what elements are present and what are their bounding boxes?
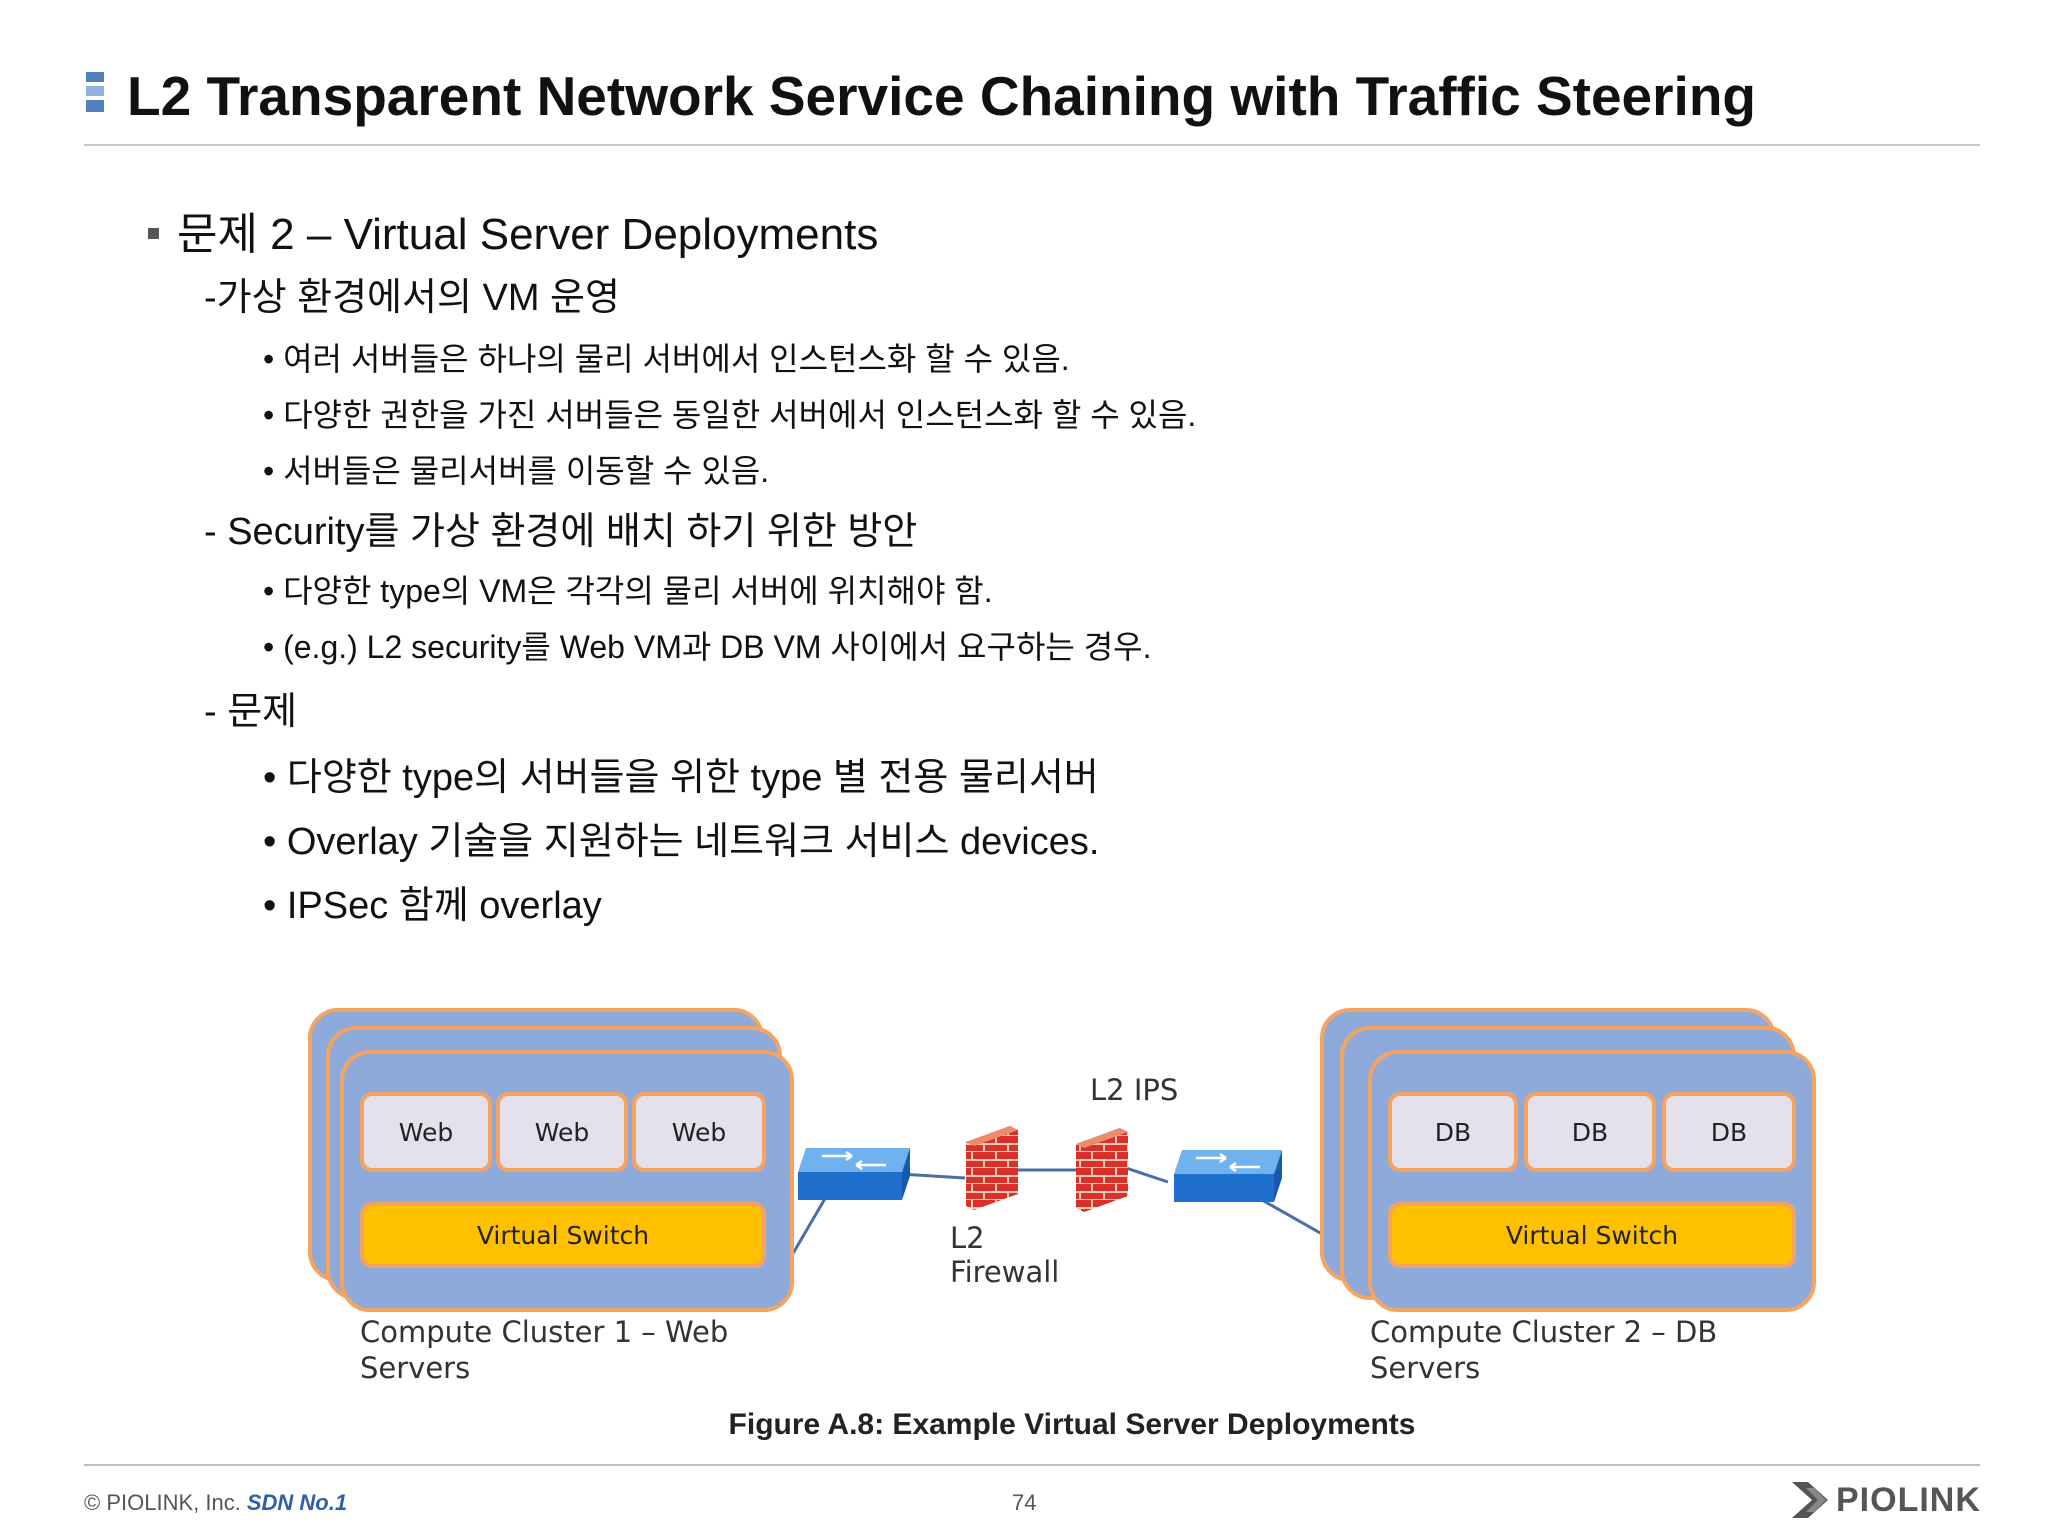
link-cluster1-switch: [786, 1189, 832, 1263]
footer-divider: [84, 1464, 1980, 1466]
bullet-item: • (e.g.) L2 security를 Web VM과 DB VM 사이에서…: [263, 629, 1152, 665]
network-diagram: Web Web Web Virtual Switch Compute Clust…: [308, 1008, 1816, 1441]
firewall-label: L2: [950, 1221, 985, 1255]
link-switch-firewall: [899, 1172, 966, 1180]
vm-box: [1388, 1092, 1518, 1172]
title-divider: [84, 144, 1980, 146]
vm-label: DB: [1435, 1118, 1471, 1147]
virtual-switch-label: Virtual Switch: [477, 1221, 649, 1250]
bullet-item: • 다양한 권한을 가진 서버들은 동일한 서버에서 인스턴스화 할 수 있음.: [263, 397, 1197, 433]
bullet-item: • 다양한 type의 VM은 각각의 물리 서버에 위치해야 함.: [263, 573, 993, 609]
vm-label: Web: [535, 1118, 590, 1147]
vm-label: Web: [672, 1118, 727, 1147]
server-front: [1368, 1050, 1816, 1312]
server-front: [340, 1050, 794, 1312]
bullet-item: • 다양한 type의 서버들을 위한 type 별 전용 물리서버: [263, 757, 1099, 799]
page-title: L2 Transparent Network Service Chaining …: [127, 65, 1757, 127]
ips-label: L2 IPS: [1090, 1073, 1178, 1107]
section-label: - 문제: [204, 691, 298, 733]
vm-label: Web: [399, 1118, 454, 1147]
vm-label: DB: [1711, 1118, 1747, 1147]
bullet-item: • IPSec 함께 overlay: [263, 885, 602, 927]
content-heading: 문제 2 – Virtual Server Deployments: [148, 198, 878, 262]
square-bullet-icon: [148, 227, 159, 239]
vm-box: [496, 1092, 628, 1172]
vm-box: [360, 1092, 492, 1172]
cluster-caption: Servers: [360, 1351, 470, 1385]
virtual-switch: [360, 1202, 766, 1268]
virtual-switch-label: Virtual Switch: [1506, 1221, 1678, 1250]
figure-caption: Figure A.8: Example Virtual Server Deplo…: [729, 1408, 1416, 1441]
cluster-caption: Compute Cluster 1 – Web: [360, 1315, 728, 1349]
virtual-switch: [1388, 1202, 1796, 1268]
cluster-caption: Compute Cluster 2 – DB: [1370, 1315, 1717, 1349]
piolink-logo: PIOLINK: [1790, 1480, 1981, 1520]
firewall-icon: [966, 1126, 1018, 1210]
vm-box: [1524, 1092, 1656, 1172]
network-switch-icon: [798, 1148, 910, 1200]
ips-firewall-icon: [1076, 1128, 1128, 1212]
compute-cluster-1: Web Web Web Virtual Switch Compute Clust…: [308, 1008, 794, 1385]
section-label: - Security를 가상 환경에 배치 하기 위한 방안: [204, 511, 918, 553]
footer-copyright: © PIOLINK, Inc.SDN No.1: [84, 1490, 348, 1515]
section-label: -가상 환경에서의 VM 운영: [204, 277, 620, 319]
cluster-caption: Servers: [1370, 1351, 1480, 1385]
bullet-item: • 여러 서버들은 하나의 물리 서버에서 인스턴스화 할 수 있음.: [263, 341, 1070, 377]
page-number: 74: [1012, 1490, 1037, 1515]
bullet-item: • Overlay 기술을 지원하는 네트워크 서비스 devices.: [263, 821, 1100, 863]
vm-box: [632, 1092, 766, 1172]
title-bullet-icon: [86, 72, 104, 116]
firewall-label: Firewall: [950, 1255, 1059, 1289]
logo-chevron-icon: [1792, 1482, 1828, 1518]
brand-name: PIOLINK: [1836, 1480, 1981, 1519]
vm-box: [1662, 1092, 1796, 1172]
vm-label: DB: [1572, 1118, 1608, 1147]
footer-tagline: SDN No.1: [246, 1490, 348, 1515]
bullet-item: • 서버들은 물리서버를 이동할 수 있음.: [263, 453, 770, 489]
network-switch-icon: [1174, 1150, 1282, 1202]
compute-cluster-2: DB DB DB Virtual Switch Compute Cluster …: [1320, 1008, 1816, 1385]
